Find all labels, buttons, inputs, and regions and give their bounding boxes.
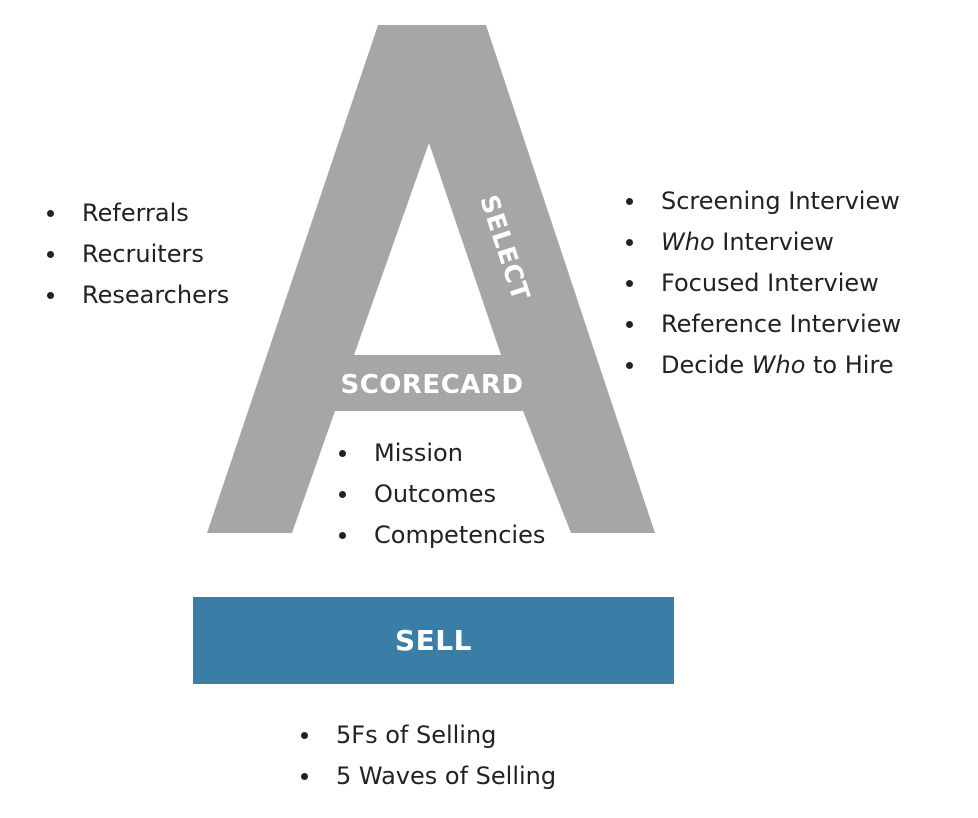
list-item: Mission (336, 433, 545, 474)
list-item: Outcomes (336, 474, 545, 515)
scorecard-label: SCORECARD (340, 370, 524, 400)
list-item: Decide Who to Hire (623, 345, 901, 386)
list-item: Referrals (44, 193, 229, 234)
list-item: Focused Interview (623, 263, 901, 304)
list-item: Screening Interview (623, 181, 901, 222)
list-item: Competencies (336, 515, 545, 556)
source-list: Referrals Recruiters Researchers (44, 193, 229, 316)
sell-label: SELL (395, 624, 472, 657)
list-item: Who Interview (623, 222, 901, 263)
list-item: 5 Waves of Selling (298, 756, 556, 797)
select-list: Screening Interview Who Interview Focuse… (623, 181, 901, 386)
list-item: Recruiters (44, 234, 229, 275)
list-item: 5Fs of Selling (298, 715, 556, 756)
scorecard-list: Mission Outcomes Competencies (336, 433, 545, 556)
a-shape (207, 25, 655, 533)
sell-box: SELL (193, 597, 674, 684)
list-item: Reference Interview (623, 304, 901, 345)
sell-list: 5Fs of Selling 5 Waves of Selling (298, 715, 556, 797)
list-item: Researchers (44, 275, 229, 316)
